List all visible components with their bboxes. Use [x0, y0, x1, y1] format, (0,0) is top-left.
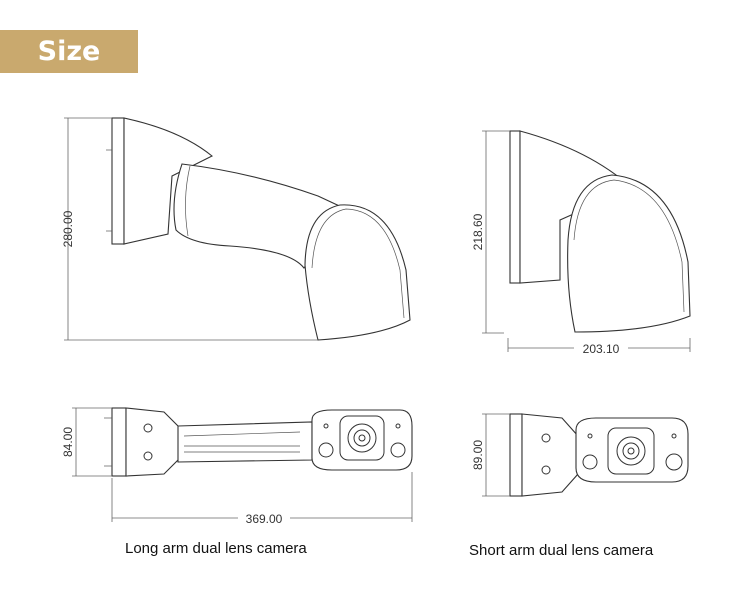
short-top-camera-head	[575, 417, 689, 483]
short-arm-side-view	[509, 130, 691, 333]
short-top-wall-plate	[509, 413, 523, 497]
wall-plate	[111, 117, 125, 245]
short-arm-depth-label: 89.00	[471, 440, 485, 470]
top-wall-plate	[111, 407, 127, 477]
mount-base	[123, 117, 214, 245]
size-title: Size	[37, 36, 101, 67]
long-arm-height-label: 280.00	[61, 210, 75, 247]
long-arm-height-dimension: 280.00	[61, 117, 318, 341]
short-arm-height-dimension: 218.60	[471, 130, 510, 334]
top-camera-head	[311, 409, 413, 471]
long-arm-length-dimension: 369.00	[111, 472, 413, 526]
short-top-mount-base	[521, 413, 579, 497]
short-arm-depth-dimension: 89.00	[471, 413, 510, 497]
short-arm-caption: Short arm dual lens camera	[469, 542, 654, 559]
long-arm	[173, 163, 349, 269]
short-arm-top-view	[509, 413, 689, 497]
long-arm-depth-label: 84.00	[61, 427, 75, 457]
short-arm-length-label: 203.10	[583, 342, 620, 356]
long-arm-depth-dimension: 84.00	[61, 407, 112, 477]
long-arm-length-label: 369.00	[246, 512, 283, 526]
long-arm-side-view	[106, 117, 411, 341]
short-dome-housing	[567, 174, 691, 333]
top-long-arm	[177, 421, 313, 463]
short-wall-plate	[509, 130, 521, 284]
long-arm-caption: Long arm dual lens camera	[125, 540, 307, 557]
long-arm-top-view	[104, 407, 413, 477]
short-arm-height-label: 218.60	[471, 213, 485, 250]
dome-housing	[304, 204, 411, 341]
top-mount-base	[125, 407, 181, 477]
size-badge: Size	[0, 30, 138, 73]
short-arm-length-dimension: 203.10	[507, 338, 691, 356]
